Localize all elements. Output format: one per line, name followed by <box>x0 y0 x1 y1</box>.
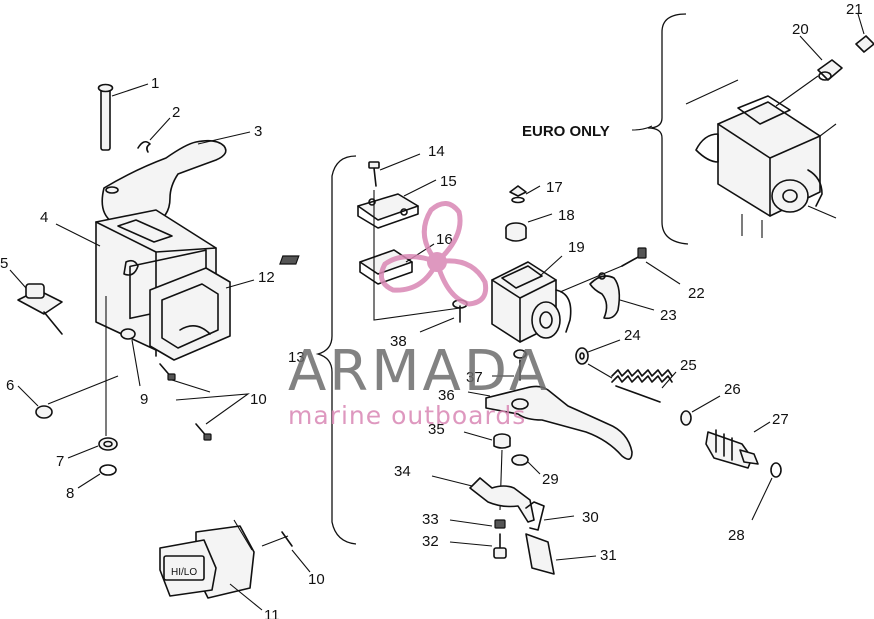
part-bracket-34 <box>431 475 535 523</box>
part-ring-8 <box>77 464 117 489</box>
callout-10b: 10 <box>308 571 325 588</box>
callout-6: 6 <box>6 377 14 394</box>
callout-25: 25 <box>680 357 697 374</box>
callout-4: 4 <box>40 209 48 226</box>
part-switch-30 <box>525 501 575 531</box>
part-grommet-9 <box>120 328 141 387</box>
part-cover-15 <box>357 179 437 229</box>
part-bezel <box>149 267 255 361</box>
bracket-13 <box>315 155 357 545</box>
callout-17: 17 <box>546 179 563 196</box>
part-spring-25 <box>587 363 677 403</box>
part-bolt-38 <box>419 299 468 333</box>
callout-16: 16 <box>436 231 453 248</box>
part-oring-28 <box>751 462 782 521</box>
callout-22: 22 <box>688 285 705 302</box>
part-master-cylinder <box>491 255 572 343</box>
callout-12: 12 <box>258 269 275 286</box>
bracket-euro <box>647 13 689 245</box>
callout-31: 31 <box>600 547 617 564</box>
callout-28: 28 <box>728 527 745 544</box>
part-euro-20 <box>775 35 843 107</box>
callout-23: 23 <box>660 307 677 324</box>
propeller-logo-icon <box>378 201 489 307</box>
part-plate-31 <box>525 533 597 575</box>
callout-35: 35 <box>428 421 445 438</box>
euro-only-label: EURO ONLY <box>522 123 610 140</box>
part-washer-26 <box>680 395 721 426</box>
callout-18: 18 <box>558 207 575 224</box>
part-washer-24 <box>575 339 621 365</box>
callout-20: 20 <box>792 21 809 38</box>
part-clamp-23 <box>589 272 655 320</box>
part-screw-32 <box>449 533 507 559</box>
watermark: ARMADA marine outboards <box>288 201 550 430</box>
part-37 <box>492 349 527 381</box>
callout-11: 11 <box>264 607 280 619</box>
part-cap-18 <box>505 213 553 242</box>
part-washer-7 <box>67 437 118 459</box>
part-latch <box>9 269 63 335</box>
callout-10: 10 <box>250 391 267 408</box>
part-nut-29 <box>511 454 541 475</box>
switch-text: HI/LO <box>171 567 197 578</box>
callout-13: 13 <box>288 349 305 366</box>
part-screw-14 <box>368 153 421 187</box>
callout-37: 37 <box>466 369 483 386</box>
callout-15: 15 <box>440 173 457 190</box>
part-screw-22 <box>559 247 681 293</box>
callout-34: 34 <box>394 463 411 480</box>
part-17 <box>509 185 541 204</box>
part-hilo-switch: HI/LO <box>159 519 311 611</box>
callout-29: 29 <box>542 471 559 488</box>
callout-24: 24 <box>624 327 641 344</box>
callout-33: 33 <box>422 511 439 528</box>
part-lever <box>101 131 251 230</box>
callout-3: 3 <box>254 123 262 140</box>
callout-19: 19 <box>568 239 585 256</box>
callout-38: 38 <box>390 333 407 350</box>
part-clip <box>137 117 171 153</box>
part-fitting-27 <box>705 421 771 469</box>
part-euro-21 <box>855 13 874 53</box>
euro-leader <box>631 125 653 131</box>
callout-21: 21 <box>846 1 863 18</box>
callout-1: 1 <box>151 75 159 92</box>
watermark-tagline: marine outboards <box>288 401 526 430</box>
callout-9: 9 <box>140 391 148 408</box>
part-brake-lever <box>467 385 633 460</box>
callout-2: 2 <box>172 104 180 121</box>
part-nut-33 <box>449 519 506 529</box>
part-euro-housing <box>685 79 837 238</box>
callout-14: 14 <box>428 143 445 160</box>
watermark-brand: ARMADA <box>288 339 550 404</box>
part-screws-10 <box>159 363 250 441</box>
callout-32: 32 <box>422 533 439 550</box>
callout-5: 5 <box>0 255 8 272</box>
part-spacer-35 <box>463 431 511 449</box>
callout-26: 26 <box>724 381 741 398</box>
part-switch-16 <box>279 243 435 285</box>
callout-7: 7 <box>56 453 64 470</box>
callout-8: 8 <box>66 485 74 502</box>
part-nut-6 <box>17 375 119 419</box>
part-pin <box>97 83 149 151</box>
callout-36: 36 <box>438 387 455 404</box>
callout-27: 27 <box>772 411 789 428</box>
callout-30: 30 <box>582 509 599 526</box>
